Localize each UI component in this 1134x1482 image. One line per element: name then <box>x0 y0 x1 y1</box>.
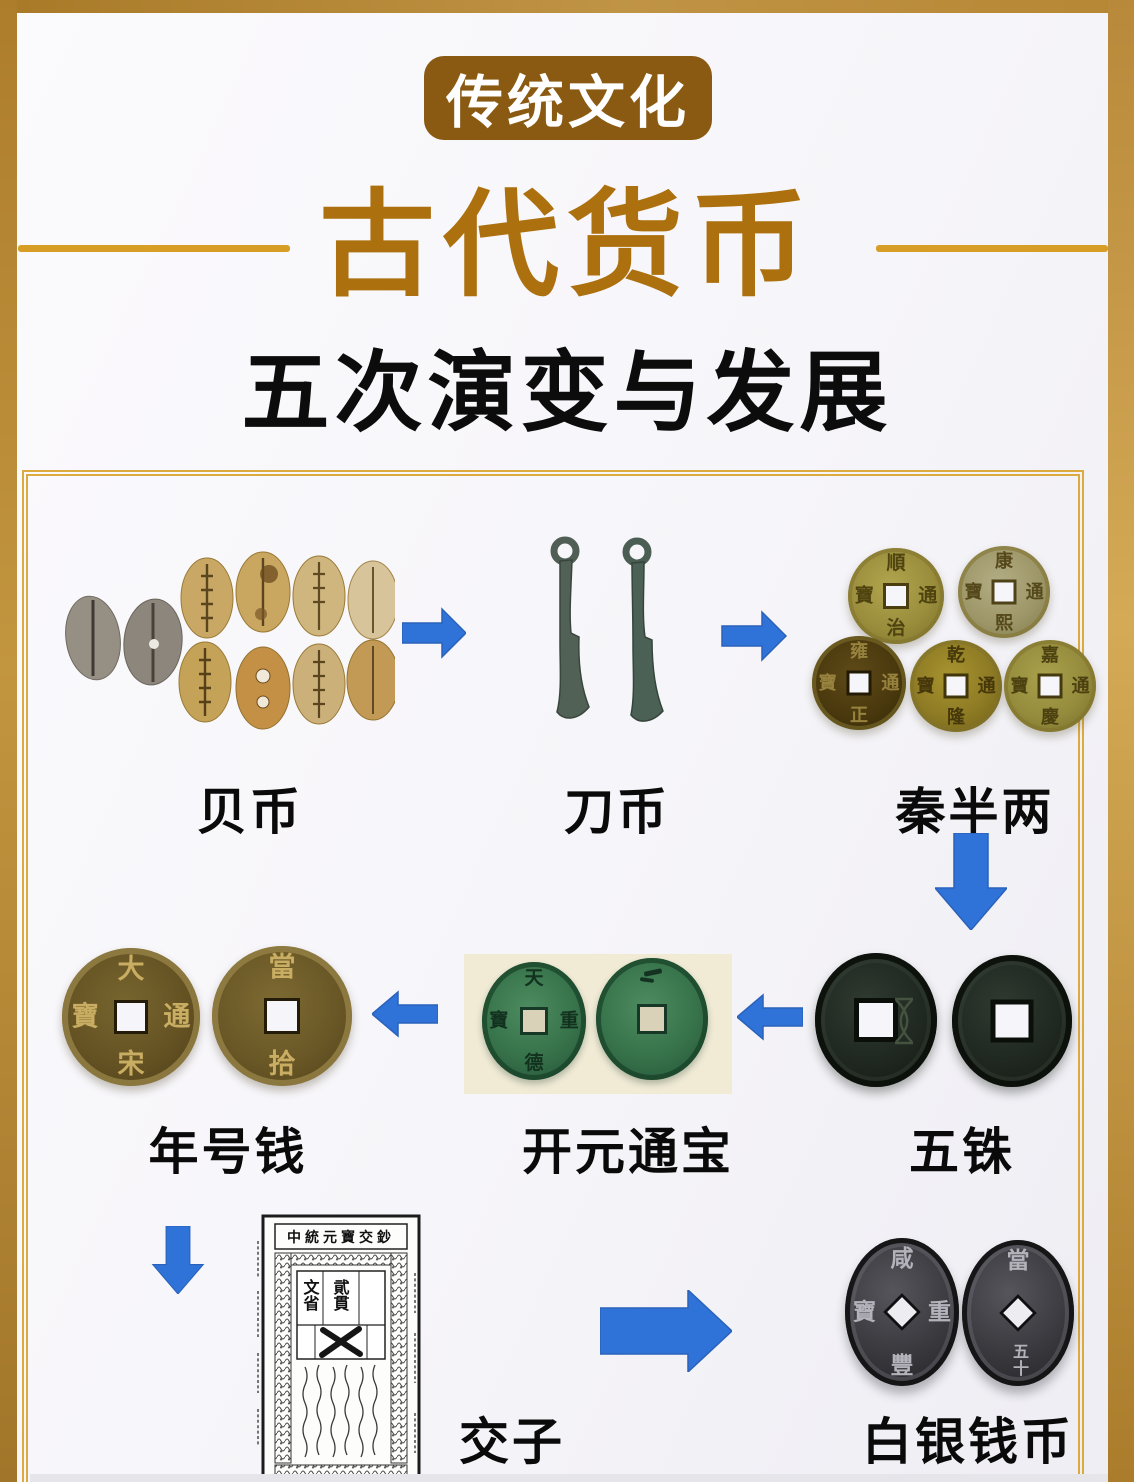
coin-hole <box>883 583 909 609</box>
label-kaiyuan: 开元通宝 <box>522 1124 734 1180</box>
jiaozi-banner-text: 中統元寶交鈔 <box>287 1229 395 1245</box>
label-nianhao: 年号钱 <box>148 1124 308 1180</box>
arrow-left-icon <box>737 993 803 1041</box>
engraving-mark <box>643 968 663 977</box>
coin-hole <box>846 670 872 696</box>
wuzhu-glyph <box>895 997 913 1045</box>
frame-right <box>1108 0 1134 1482</box>
coin-hole <box>943 673 969 699</box>
badge-text: 传统文化 <box>446 71 690 135</box>
arrow-right-icon <box>721 610 788 662</box>
knife-coin <box>622 537 664 722</box>
coin-qianlong: 乾 通 隆 寶 <box>910 640 1002 732</box>
coin-xianfeng: 咸 重 豐 寶 <box>845 1238 959 1386</box>
category-badge: 传统文化 <box>424 56 712 140</box>
coin-yongzheng: 雍 通 正 寶 <box>812 636 906 730</box>
coin-hole <box>882 1292 922 1332</box>
coin-hole <box>264 998 300 1034</box>
coin-dasong: 大 通 宋 寶 <box>62 948 200 1086</box>
coin-hole <box>854 998 898 1042</box>
coin-dangwushi: 當 五十 <box>962 1240 1074 1386</box>
coin-hole <box>990 999 1034 1043</box>
coin-hole <box>991 579 1017 605</box>
coin-hole <box>637 1004 667 1034</box>
crossed-sticks-mark <box>319 1326 363 1358</box>
knife-coin <box>550 536 590 719</box>
label-beibi: 贝币 <box>197 784 303 840</box>
shell-group <box>65 551 395 730</box>
arrow-down-icon <box>151 1226 205 1294</box>
jiaozi-banknote-image: 中統元寶交鈔 貮貫 文省 <box>257 1214 421 1482</box>
title-divider-right <box>876 245 1108 252</box>
coin-hole <box>520 1007 548 1035</box>
arrow-down-icon <box>935 833 1007 930</box>
coin-hole <box>1037 673 1063 699</box>
arrow-right-icon <box>600 1290 732 1372</box>
coin-shunzhi: 順 通 治 寶 <box>848 548 944 644</box>
content-border-box <box>22 470 1084 1482</box>
label-wuzhu: 五铢 <box>909 1124 1015 1180</box>
jiaozi-handwriting <box>302 1364 378 1458</box>
cowrie-shells-image <box>65 551 395 730</box>
label-daobi: 刀币 <box>564 784 670 840</box>
jiaozi-denomination-left: 文省 <box>301 1278 321 1312</box>
label-qinbanliang: 秦半两 <box>895 784 1055 840</box>
title-divider-left <box>18 245 290 252</box>
label-baiyin: 白银钱币 <box>862 1414 1074 1470</box>
coin-hole <box>114 1000 148 1034</box>
frame-top <box>0 0 1134 13</box>
coin-kaiyuan-2 <box>596 958 708 1080</box>
coin-hole <box>998 1293 1038 1333</box>
page-title: 古代货币 <box>319 180 815 310</box>
coin-jiaqing: 嘉 通 慶 寶 <box>1004 640 1096 732</box>
label-jiaozi: 交子 <box>459 1414 565 1470</box>
frame-left <box>0 0 17 1482</box>
jiaozi-denomination-right: 貮貫 <box>331 1278 350 1312</box>
coin-dangshi: 當 拾 <box>212 946 352 1086</box>
coin-wuzhu-1 <box>815 953 937 1087</box>
knife-coins-image <box>550 536 664 722</box>
page-subtitle: 五次演变与发展 <box>241 343 893 442</box>
bottom-edge-strip <box>30 1474 1108 1482</box>
coin-kangxi: 康 通 熙 寶 <box>958 546 1050 638</box>
arrow-right-icon <box>402 607 466 659</box>
engraving-mark <box>639 977 655 983</box>
arrow-left-icon <box>372 990 438 1038</box>
coin-kaiyuan-1: 天 重 德 寶 <box>482 962 586 1080</box>
coin-wuzhu-2 <box>952 955 1072 1087</box>
